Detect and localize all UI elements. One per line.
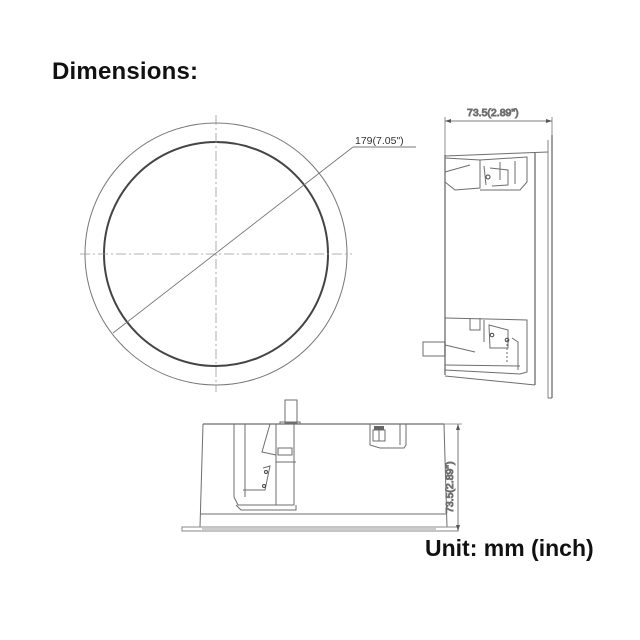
depth-label: 73.5(2.89") (467, 107, 519, 119)
unit-label: Unit: mm (inch) (425, 535, 594, 561)
front-view: 179(7.05") (80, 115, 416, 392)
diameter-label: 179(7.05") (355, 135, 404, 147)
height-arrow-bottom (456, 525, 460, 531)
diameter-leader-line (112, 146, 354, 334)
bottom-view: 73.5(2.89") (181, 399, 462, 532)
height-label: 73.5(2.89") (444, 461, 456, 513)
height-arrow-top (456, 424, 460, 430)
depth-arrow-right (546, 119, 552, 123)
depth-arrow-left (445, 119, 451, 123)
page-title: Dimensions: (52, 58, 199, 85)
side-view: 73.5(2.89") (422, 107, 553, 399)
